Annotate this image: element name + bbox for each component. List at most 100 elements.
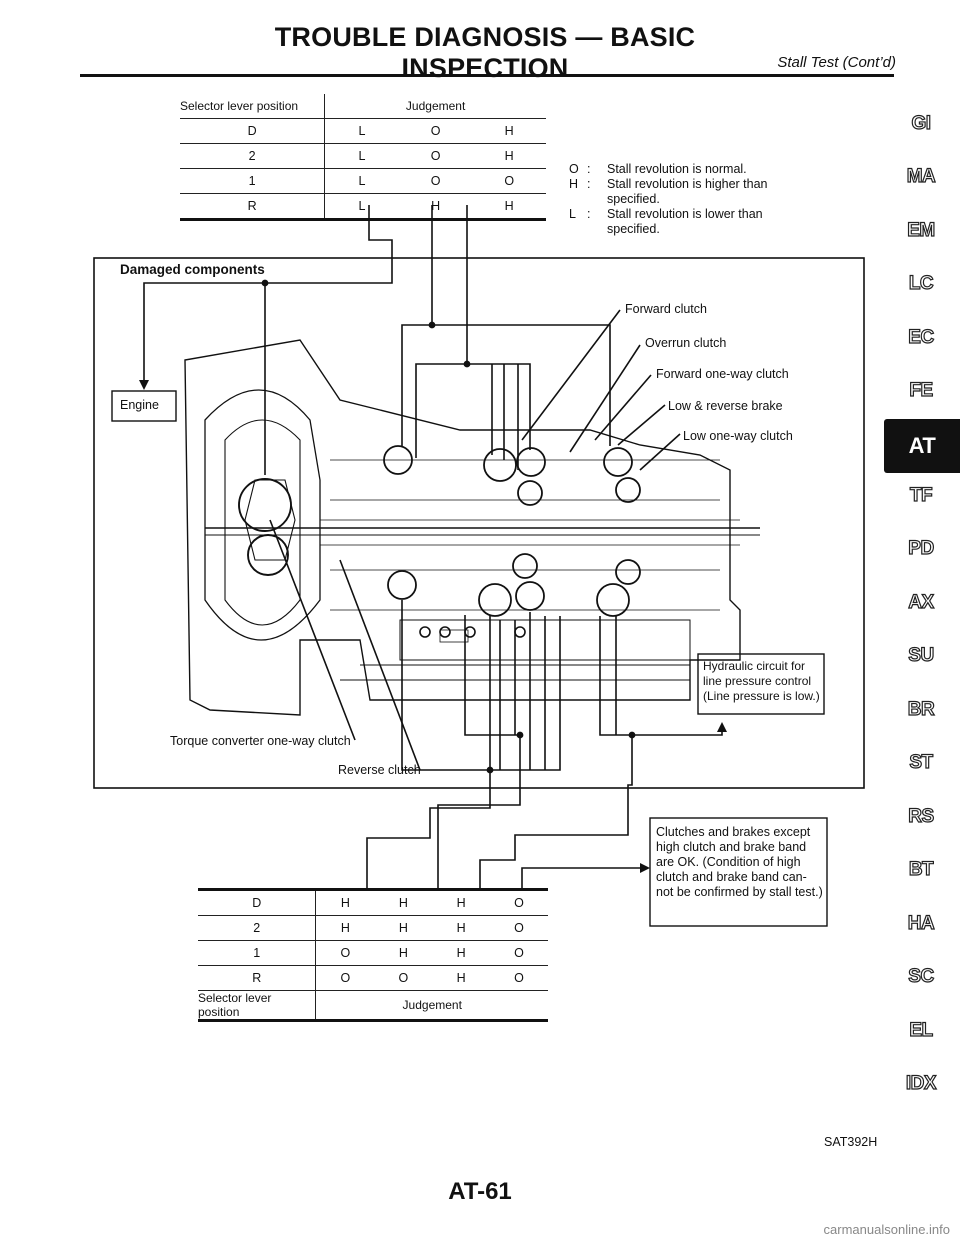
judgement-cell: H <box>432 915 491 941</box>
judgement-cell: O <box>490 915 548 941</box>
judgement-cell: H <box>432 889 491 916</box>
judgement-cell: L <box>324 143 399 169</box>
legend-item: O : Stall revolution is normal. <box>569 162 777 177</box>
legend-colon: : <box>587 207 591 221</box>
judgement-cell: O <box>374 965 433 991</box>
page-subtitle: Stall Test (Cont’d) <box>777 54 896 71</box>
tab-idx[interactable]: IDX <box>905 1072 937 1094</box>
page-number: AT-61 <box>448 1178 512 1205</box>
judgement-cell: H <box>374 940 433 966</box>
legend-text: Stall revolution is lower than specified… <box>607 207 763 236</box>
bottom-judgement-table: D H H H O 2 H H H O 1 O H H O R O O H O … <box>198 888 548 1022</box>
tab-bt[interactable]: BT <box>908 858 934 880</box>
judgement-cell: O <box>490 965 548 991</box>
table-header-row: Selector lever position Judgement <box>198 990 548 1021</box>
tab-lc[interactable]: LC <box>908 272 934 294</box>
position-header: Selector lever position <box>180 99 299 113</box>
position-header: Selector lever position <box>198 990 316 1021</box>
judgement-cell: H <box>374 889 433 916</box>
tab-ax[interactable]: AX <box>908 591 935 613</box>
tab-pd[interactable]: PD <box>908 537 935 559</box>
tab-su[interactable]: SU <box>908 644 935 666</box>
reverse-clutch-label: Reverse clutch <box>338 763 421 777</box>
judgement-cell: L <box>324 168 399 194</box>
table-row: R O O H O <box>198 965 548 991</box>
table-row: 2 L O H <box>180 143 546 169</box>
legend-item: H : Stall revolution is higher than spec… <box>569 177 777 207</box>
figure-id: SAT392H <box>824 1135 878 1149</box>
forward-one-way-clutch-label: Forward one-way clutch <box>656 367 789 381</box>
judgement-cell: H <box>472 193 546 220</box>
damaged-components-label: Damaged components <box>120 262 265 277</box>
position-cell: R <box>180 193 325 220</box>
tab-br[interactable]: BR <box>907 698 935 720</box>
table-row: R L H H <box>180 193 546 220</box>
tab-gi[interactable]: GI <box>911 112 932 134</box>
position-cell: 1 <box>198 940 316 966</box>
judgement-cell: O <box>490 940 548 966</box>
tab-ec[interactable]: EC <box>908 326 935 348</box>
judgement-header: Judgement <box>324 94 546 119</box>
table-row: D H H H O <box>198 889 548 916</box>
hydraulic-box <box>697 653 825 715</box>
judgement-cell: H <box>472 143 546 169</box>
legend-colon: : <box>587 162 591 176</box>
judgement-cell: H <box>432 965 491 991</box>
tab-rs[interactable]: RS <box>908 805 935 827</box>
clutches-brakes-ok-label: Clutches and brakes except high clutch a… <box>656 825 823 899</box>
low-one-way-clutch-label: Low one-way clutch <box>683 429 793 443</box>
judgement-cell: O <box>398 143 473 169</box>
clutches-box <box>649 817 828 927</box>
tab-sc[interactable]: SC <box>908 965 935 987</box>
position-cell: 2 <box>198 915 316 941</box>
tab-em[interactable]: EM <box>907 219 936 241</box>
engine-label: Engine <box>120 398 159 412</box>
judgement-cell: L <box>324 118 399 144</box>
engine-box <box>111 390 177 422</box>
position-cell: D <box>180 118 325 144</box>
judgement-cell: O <box>490 889 548 916</box>
judgement-cell: O <box>472 168 546 194</box>
forward-clutch-label: Forward clutch <box>625 302 707 316</box>
judgement-cell: O <box>398 118 473 144</box>
tab-tf[interactable]: TF <box>909 484 933 506</box>
legend-text: Stall revolution is normal. <box>607 162 747 176</box>
page-title: TROUBLE DIAGNOSIS — BASIC INSPECTION <box>274 22 696 83</box>
legend-symbol: H <box>569 177 579 191</box>
tab-el[interactable]: EL <box>909 1019 934 1041</box>
diagram-frame <box>93 257 865 789</box>
tab-st[interactable]: ST <box>909 751 934 773</box>
judgement-cell: H <box>374 915 433 941</box>
tab-ma[interactable]: MA <box>906 165 936 187</box>
table-row: 2 H H H O <box>198 915 548 941</box>
tab-at[interactable]: AT <box>884 419 960 473</box>
tab-ha[interactable]: HA <box>907 912 935 934</box>
table-row: 1 L O O <box>180 168 546 194</box>
overrun-clutch-label: Overrun clutch <box>645 336 727 350</box>
judgement-cell: H <box>398 193 473 220</box>
judgement-cell: L <box>324 193 399 220</box>
position-cell: 1 <box>180 168 325 194</box>
judgement-header: Judgement <box>315 990 548 1021</box>
judgement-cell: O <box>398 168 473 194</box>
tab-fe[interactable]: FE <box>909 379 934 401</box>
position-cell: 2 <box>180 143 325 169</box>
judgement-cell: O <box>315 940 375 966</box>
table-row: D L O H <box>180 118 546 144</box>
judgement-cell: H <box>315 915 375 941</box>
hydraulic-circuit-label: Hydraulic circuit for line pressure cont… <box>703 659 820 703</box>
footer-watermark[interactable]: carmanualsonline.info <box>823 1222 950 1237</box>
low-reverse-brake-label: Low & reverse brake <box>668 399 783 413</box>
judgement-cell: H <box>315 889 375 916</box>
judgement-cell: O <box>315 965 375 991</box>
legend: O : Stall revolution is normal. H : Stal… <box>569 162 777 237</box>
position-cell: R <box>198 965 316 991</box>
legend-symbol: L <box>569 207 576 221</box>
position-cell: D <box>198 889 316 916</box>
legend-item: L : Stall revolution is lower than speci… <box>569 207 777 237</box>
torque-converter-one-way-clutch-label: Torque converter one-way clutch <box>170 734 351 748</box>
table-row: 1 O H H O <box>198 940 548 966</box>
judgement-cell: H <box>472 118 546 144</box>
top-judgement-table: Selector lever position Judgement D L O … <box>180 94 546 221</box>
